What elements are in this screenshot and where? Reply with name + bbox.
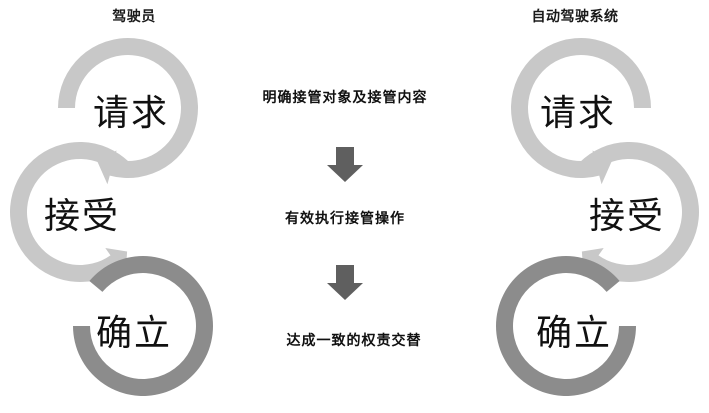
left-stage-request: 请求 — [92, 93, 170, 134]
left-stage-confirm: 确立 — [95, 313, 173, 354]
right-stage-confirm: 确立 — [535, 313, 613, 354]
right-stage-accept: 接受 — [588, 196, 666, 237]
center-step-2: 有效执行接管操作 — [285, 211, 405, 227]
left-column-title: 驾驶员 — [112, 9, 156, 25]
center-step-1: 明确接管对象及接管内容 — [262, 90, 428, 106]
left-stage-accept: 接受 — [43, 196, 121, 237]
center-step-3: 达成一致的权责交替 — [286, 333, 422, 349]
down-arrow-icon — [327, 147, 363, 182]
right-column-title: 自动驾驶系统 — [531, 9, 619, 25]
right-accept-ring-arrow — [579, 141, 699, 282]
down-arrow-icon — [327, 265, 363, 300]
right-stage-request: 请求 — [539, 93, 617, 134]
left-accept-ring-arrow — [9, 142, 130, 282]
